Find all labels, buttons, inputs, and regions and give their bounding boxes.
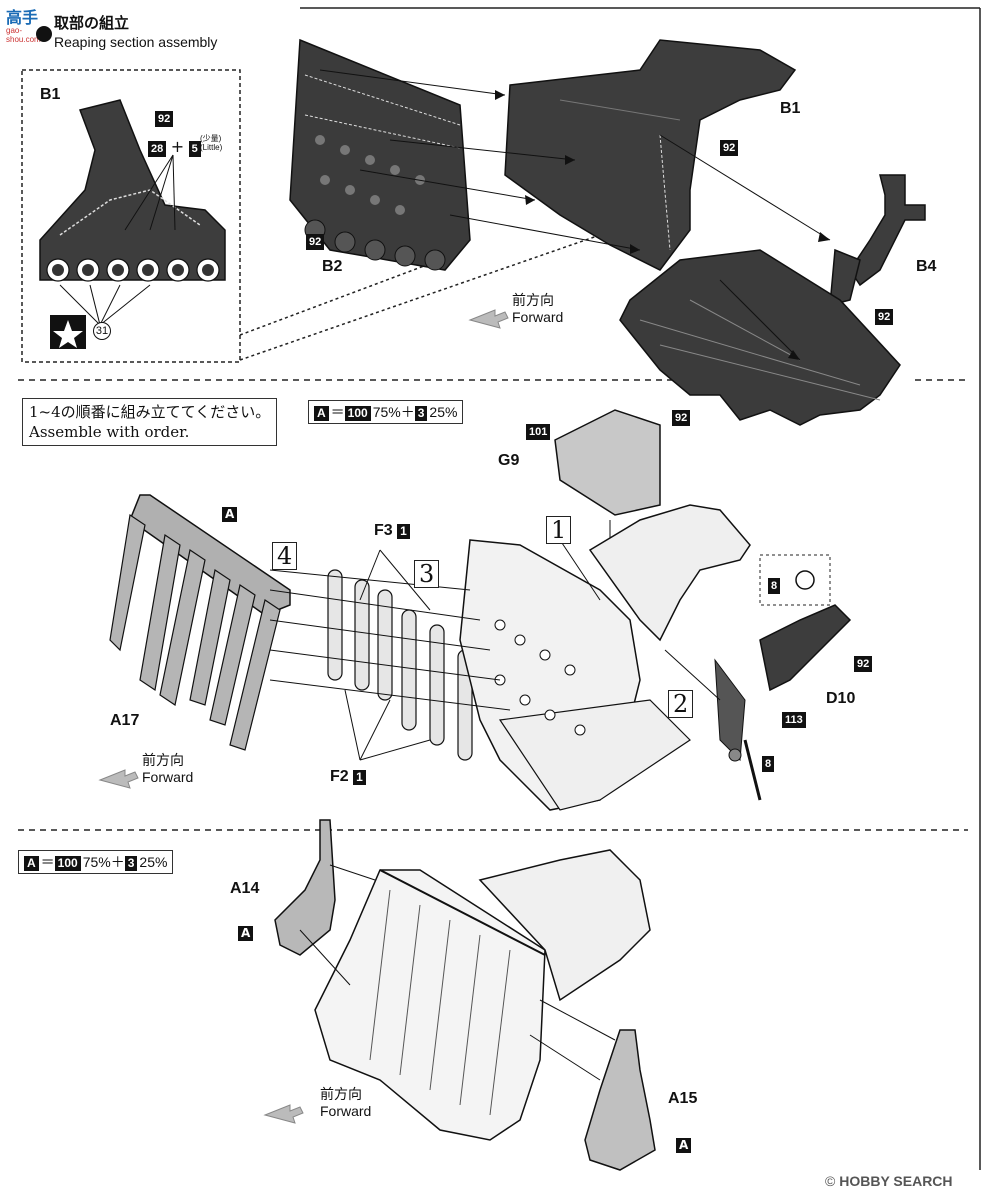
watermark-logo-text: 高手 <box>6 8 39 27</box>
forward-label-3: 前方向 Forward <box>320 1086 372 1119</box>
part-a17 <box>109 494 291 751</box>
step-badge-icon <box>36 26 52 42</box>
part-a15 <box>584 1029 656 1171</box>
part-92-g9: 92 <box>672 406 691 426</box>
paint-a-marker-1: A <box>222 503 239 522</box>
label-f2: F2 1 <box>330 768 368 786</box>
part-number-31: 31 <box>93 322 111 340</box>
part-b1 <box>504 39 797 271</box>
inset-b1-part <box>39 99 226 326</box>
part-92-d10: 92 <box>854 652 873 672</box>
order-step-2: 2 <box>668 690 694 718</box>
label-a15: A15 <box>668 1090 698 1107</box>
label-b4: B4 <box>916 258 937 275</box>
label-d10: D10 <box>826 690 856 707</box>
part-101: 101 <box>526 420 551 440</box>
section-title-en: Reaping section assembly <box>54 34 218 50</box>
adhesive-mix-label: 28 + 5 <box>148 137 201 157</box>
section-title-ja: 取部の組立 <box>54 14 130 32</box>
label-f3: F3 1 <box>374 522 412 540</box>
order-step-3: 3 <box>414 560 440 588</box>
part-assembled-body <box>314 849 651 1141</box>
paint-a-marker-a14: A <box>238 922 255 941</box>
label-b2: B2 <box>322 258 343 275</box>
part-d10 <box>714 604 852 801</box>
order-step-4: 4 <box>272 542 298 570</box>
forward-arrow-3 <box>263 1104 304 1124</box>
label-a17: A17 <box>110 712 140 729</box>
label-g9: G9 <box>498 452 520 469</box>
part-f2-f3-rollers <box>327 569 473 761</box>
part-8: 8 <box>762 752 775 772</box>
forward-arrow-2 <box>98 769 139 789</box>
part-92-b2: 92 <box>306 230 325 250</box>
watermark-url: gao-shou.com <box>6 26 41 44</box>
order-step-1: 1 <box>546 516 572 544</box>
part-b2 <box>289 38 471 271</box>
part-113: 113 <box>782 708 806 728</box>
forward-label-1: 前方向 Forward <box>512 292 564 325</box>
part-92-b1: 92 <box>720 136 739 156</box>
step1-arrows <box>319 69 831 361</box>
part-a14 <box>274 819 336 956</box>
inset-b1-box <box>21 69 241 363</box>
part-8-inset: 8 <box>768 574 781 594</box>
part-frame-teeth <box>619 249 901 426</box>
inset-label-b1: B1 <box>40 86 61 103</box>
part-main-frame <box>459 504 751 811</box>
forward-arrow-1 <box>468 309 509 329</box>
hobby-search-logo: © HOBBY SEARCH <box>825 1173 953 1189</box>
forward-label-2: 前方向 Forward <box>142 752 194 785</box>
paint-a-marker-a15: A <box>676 1134 693 1153</box>
label-b1: B1 <box>780 100 801 117</box>
little-note: (少量) (Little) <box>200 134 223 152</box>
label-a14: A14 <box>230 880 260 897</box>
part-b4 <box>829 174 926 306</box>
assembly-order-note: 1~4の順番に組み立ててください。 Assemble with order. <box>22 398 278 446</box>
part-number-92: 92 <box>155 107 174 127</box>
part-92-b4: 92 <box>875 305 894 325</box>
